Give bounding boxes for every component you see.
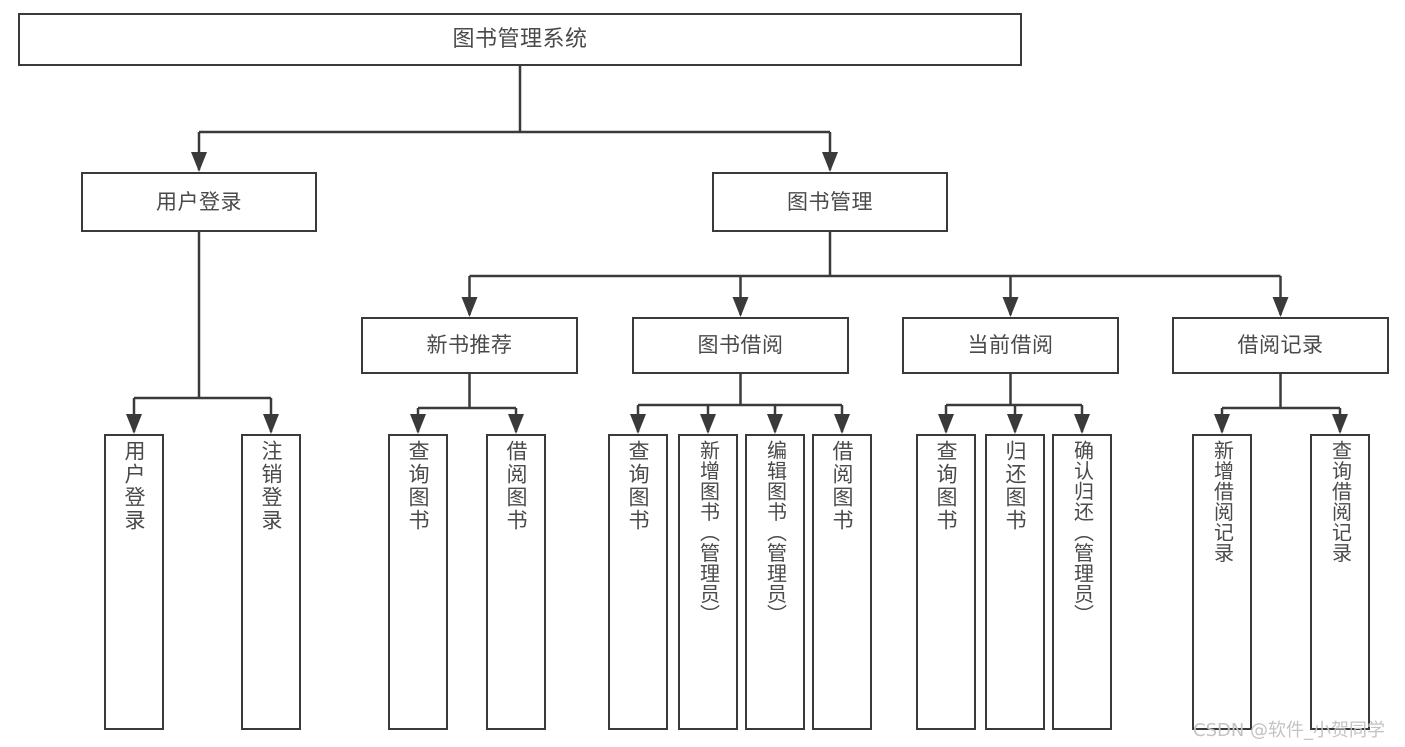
node-label-leaf-cur-confirm: 确认归还（管理员）	[1070, 440, 1095, 625]
node-leaf-rec-add[interactable]: 新增借阅记录	[1192, 434, 1252, 730]
node-leaf-cur-query[interactable]: 查询图书	[916, 434, 976, 730]
edge-userlogin-children-arrow-1	[263, 414, 279, 434]
node-label-leaf-cur-query: 查询图书	[934, 440, 959, 532]
node-label-leaf-rec-add: 新增借阅记录	[1210, 440, 1235, 563]
node-book-borrow[interactable]: 图书借阅	[632, 317, 849, 374]
edge-currentborrow-children-arrow-0	[938, 414, 954, 434]
edge-newbookrec-children-arrow-1	[508, 414, 524, 434]
node-label-leaf-book-add: 新增图书（管理员）	[696, 440, 721, 625]
node-label-book-borrow: 图书借阅	[697, 333, 784, 358]
edge-borrowrecord-children-arrow-0	[1214, 414, 1230, 434]
edge-currentborrow-children-arrow-2	[1074, 414, 1090, 434]
node-leaf-rec-search[interactable]: 查询借阅记录	[1310, 434, 1370, 730]
node-leaf-cur-return[interactable]: 归还图书	[985, 434, 1045, 730]
node-label-leaf-user-login: 用户登录	[122, 440, 147, 532]
node-book-manage[interactable]: 图书管理	[712, 172, 948, 232]
node-label-current-borrow: 当前借阅	[967, 333, 1054, 358]
node-leaf-borrow-query[interactable]: 查询图书	[608, 434, 668, 730]
edge-currentborrow-children-arrow-1	[1007, 414, 1023, 434]
node-leaf-user-logout[interactable]: 注销登录	[241, 434, 301, 730]
node-leaf-borrow-book[interactable]: 借阅图书	[812, 434, 872, 730]
node-leaf-cur-confirm[interactable]: 确认归还（管理员）	[1052, 434, 1112, 730]
node-label-borrow-record: 借阅记录	[1237, 333, 1324, 358]
edge-bookborrow-children-arrow-1	[700, 414, 716, 434]
node-label-leaf-borrow-query: 查询图书	[626, 440, 651, 532]
node-label-leaf-rec-borrow: 借阅图书	[504, 440, 529, 532]
edge-root-children-arrow-1	[822, 152, 838, 172]
edge-bookmanage-children-arrow-2	[1002, 297, 1019, 317]
edge-bookborrow-children-arrow-2	[767, 414, 783, 434]
edge-userlogin-children-arrow-0	[126, 414, 142, 434]
node-leaf-user-login[interactable]: 用户登录	[104, 434, 164, 730]
edge-bookmanage-children-arrow-3	[1272, 297, 1289, 317]
edge-bookborrow-children-arrow-3	[834, 414, 850, 434]
edge-root-children-arrow-0	[191, 152, 207, 172]
edge-bookmanage-children-arrow-0	[461, 297, 478, 317]
node-label-leaf-rec-search: 查询借阅记录	[1328, 440, 1353, 563]
node-leaf-book-edit[interactable]: 编辑图书（管理员）	[745, 434, 805, 730]
edge-bookmanage-children-arrow-1	[732, 297, 749, 317]
node-label-new-book-rec: 新书推荐	[426, 333, 513, 358]
node-label-user-login: 用户登录	[156, 189, 242, 214]
node-label-book-manage: 图书管理	[787, 189, 873, 214]
node-new-book-rec[interactable]: 新书推荐	[361, 317, 578, 374]
edge-borrowrecord-children-arrow-1	[1332, 414, 1348, 434]
node-label-leaf-rec-query: 查询图书	[406, 440, 431, 532]
edge-bookborrow-children-arrow-0	[630, 414, 646, 434]
node-label-leaf-borrow-book: 借阅图书	[830, 440, 855, 532]
node-label-root: 图书管理系统	[452, 26, 588, 52]
node-leaf-rec-query[interactable]: 查询图书	[388, 434, 448, 730]
node-borrow-record[interactable]: 借阅记录	[1172, 317, 1389, 374]
node-leaf-rec-borrow[interactable]: 借阅图书	[486, 434, 546, 730]
node-user-login[interactable]: 用户登录	[81, 172, 317, 232]
node-leaf-book-add[interactable]: 新增图书（管理员）	[678, 434, 738, 730]
node-label-leaf-book-edit: 编辑图书（管理员）	[763, 440, 788, 625]
edge-newbookrec-children-arrow-0	[410, 414, 426, 434]
node-current-borrow[interactable]: 当前借阅	[902, 317, 1119, 374]
node-label-leaf-user-logout: 注销登录	[259, 440, 284, 532]
node-label-leaf-cur-return: 归还图书	[1003, 440, 1028, 532]
node-root[interactable]: 图书管理系统	[18, 13, 1022, 66]
